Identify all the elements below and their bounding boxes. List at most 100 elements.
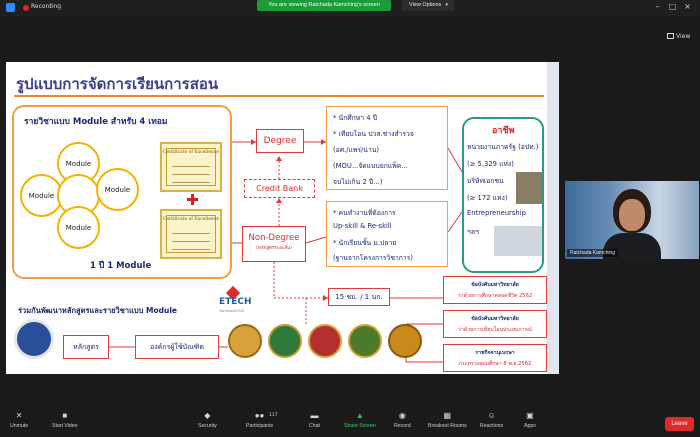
non-degree-box: Non-Degree (หลักสูตรระยะสั้น) [242,226,306,262]
unmute-button[interactable]: ✕Unmute [10,411,29,430]
view-label: View [676,33,691,40]
degree-detail-line: * นักศึกษา 4 ปี [333,114,378,122]
apps-icon: ▣ [526,411,534,420]
organization-seal-icon [348,324,382,358]
slide-title: รูปแบบการจัดการเรียนการสอน [16,75,219,93]
shared-slide: รูปแบบการจัดการเรียนการสอน รายวิชาแบบ Mo… [6,62,559,374]
career-photo [516,172,542,204]
people-icon: ●● [254,411,265,420]
organization-seal-icon [388,324,422,358]
development-title: ร่วมกันพัฒนาหลักสูตรและรายวิชาแบบ Module [18,306,178,315]
regulation-box: ราชกิจจานุเบกษา กระทรวงอุดมศึกษา 8 พ.ย.2… [443,344,547,372]
degree-details-box: * นักศึกษา 4 ปี * เทียบโอน ปวส.ช่างสำรวจ… [326,106,448,190]
apps-button[interactable]: ▣Apps [524,411,536,430]
credit-bank-box: Credit Bank [244,179,315,198]
degree-box: Degree [256,129,304,153]
etech-label: ETECH [219,297,252,307]
career-line: บริษัทเอกชน [467,177,504,185]
organization-seal-icon [268,324,302,358]
non-degree-details-box: * คนทำงานที่ต้องการ Up-skill & Re-skill … [326,201,448,267]
smiley-icon: ☺ [487,411,496,420]
organization-box: องค์กรผู้ใช้บัณฑิต [135,335,219,359]
university-seal-icon [14,319,54,359]
certificate-image: Certificate of Excellence [160,142,222,192]
regulation-title: ราชกิจจานุเบกษา [475,350,515,356]
leave-button[interactable]: Leave [665,417,694,431]
degree-detail-line: (MOU...จัดแบบยกแพ็ค... [333,162,408,170]
view-button[interactable]: View [667,33,690,40]
module-circle: Module [96,168,139,211]
viewing-banner: You are viewing Ratchada Kamching's scre… [257,0,391,11]
slide-accent-bar [547,62,559,374]
title-divider [14,95,544,97]
recording-label: Recording [31,3,62,10]
non-degree-label: Non-Degree [248,233,300,243]
career-box [462,117,544,273]
career-line: (≥ 172 แห่ง) [467,194,508,202]
career-photo [494,226,542,256]
non-degree-detail-line: * คนทำงานที่ต้องการ [333,209,396,217]
view-options-label: View Options [409,2,442,8]
chat-button[interactable]: ▬Chat [309,411,320,430]
non-degree-detail-line: Up-skill & Re-skill [333,222,392,230]
participants-button[interactable]: ●●Participants [246,411,274,430]
shield-icon[interactable] [6,3,15,12]
regulation-title: ข้อบังคับมหาวิทยาลัย [471,282,519,288]
close-icon[interactable]: × [684,2,691,11]
participants-count: 117 [269,413,278,418]
participant-name: Ratchada Kamching [567,249,619,257]
record-icon: ◉ [398,411,406,420]
camera-off-icon: ■ [62,411,68,420]
career-title: อาชีพ [492,126,515,136]
participant-video[interactable]: Ratchada Kamching [565,181,699,259]
career-line: หน่วยงานภาครัฐ (อปท.) [467,143,539,151]
share-screen-icon: ▲ [355,411,364,420]
regulation-text: ว่าด้วยการศึกษาตลอดชีวิต 2562 [457,293,533,299]
meeting-toolbar [0,408,700,437]
plus-icon [187,194,198,205]
breakout-rooms-icon: ▦ [443,411,452,420]
regulation-text: กระทรวงอุดมศึกษา 8 พ.ย.2562 [458,361,532,367]
maximize-icon[interactable]: □ [668,2,677,11]
hours-per-credit-box: 15 ชม. / 1 นก. [328,288,390,306]
etech-logo: ETECH วิทยาลัยเทคโนโลยี [213,285,263,318]
share-screen-button[interactable]: ▲Share Screen [344,411,376,430]
regulation-box: ข้อบังคับมหาวิทยาลัย ว่าด้วยการศึกษาตลอด… [443,276,547,304]
view-options-button[interactable]: View Options ▾ [402,0,454,11]
regulation-text: ว่าด้วยการเทียบโอนประสบการณ์ [458,327,532,333]
curriculum-box: หลักสูตร [63,335,109,359]
reactions-button[interactable]: ☺Reactions [480,411,504,430]
degree-detail-line: (อศ./แพร่/น่าน) [333,146,380,154]
recording-icon [23,5,29,11]
minimize-icon[interactable]: – [655,2,660,11]
chat-icon: ▬ [310,411,319,420]
module-circle: Module [57,206,100,249]
career-line: (≥ 5,329 แห่ง) [467,160,514,168]
etech-sub: วิทยาลัยเทคโนโลยี [219,309,244,313]
record-button[interactable]: ◉Record [394,411,411,430]
connector-arrows [109,139,463,363]
non-degree-detail-line: * นักเรียนชั้น ม.ปลาย [333,239,397,247]
certificate-image: Certificate of Excellence [160,209,222,259]
organization-seal-icon [228,324,262,358]
grid-icon [667,33,674,39]
microphone-muted-icon: ✕ [15,411,23,420]
regulation-box: ข้อบังคับมหาวิทยาลัย ว่าด้วยการเทียบโอนป… [443,310,547,338]
certificate-title: Certificate of Excellence [162,150,220,155]
chevron-down-icon: ▾ [445,2,448,8]
start-video-button[interactable]: ■Start Video [52,411,78,430]
regulation-title: ข้อบังคับมหาวิทยาลัย [471,316,519,322]
security-button[interactable]: ◆Security [198,411,217,430]
certificate-title: Certificate of Excellence [162,217,220,222]
non-degree-sub: (หลักสูตรระยะสั้น) [256,246,292,251]
shield-icon: ◆ [204,411,211,420]
career-line: Entrepreneurship [467,209,526,217]
participant-face [619,199,645,231]
degree-detail-line: จบไม่เกิน 2 ปี...) [333,178,383,186]
career-line: ฯลฯ [467,228,479,236]
non-degree-detail-line: (ฐานจากโครงการวิชาการ) [333,254,414,262]
breakout-rooms-button[interactable]: ▦Breakout Rooms [428,411,467,430]
module-panel-title: รายวิชาแบบ Module สำหรับ 4 เทอม [24,117,168,127]
organization-seal-icon [308,324,342,358]
